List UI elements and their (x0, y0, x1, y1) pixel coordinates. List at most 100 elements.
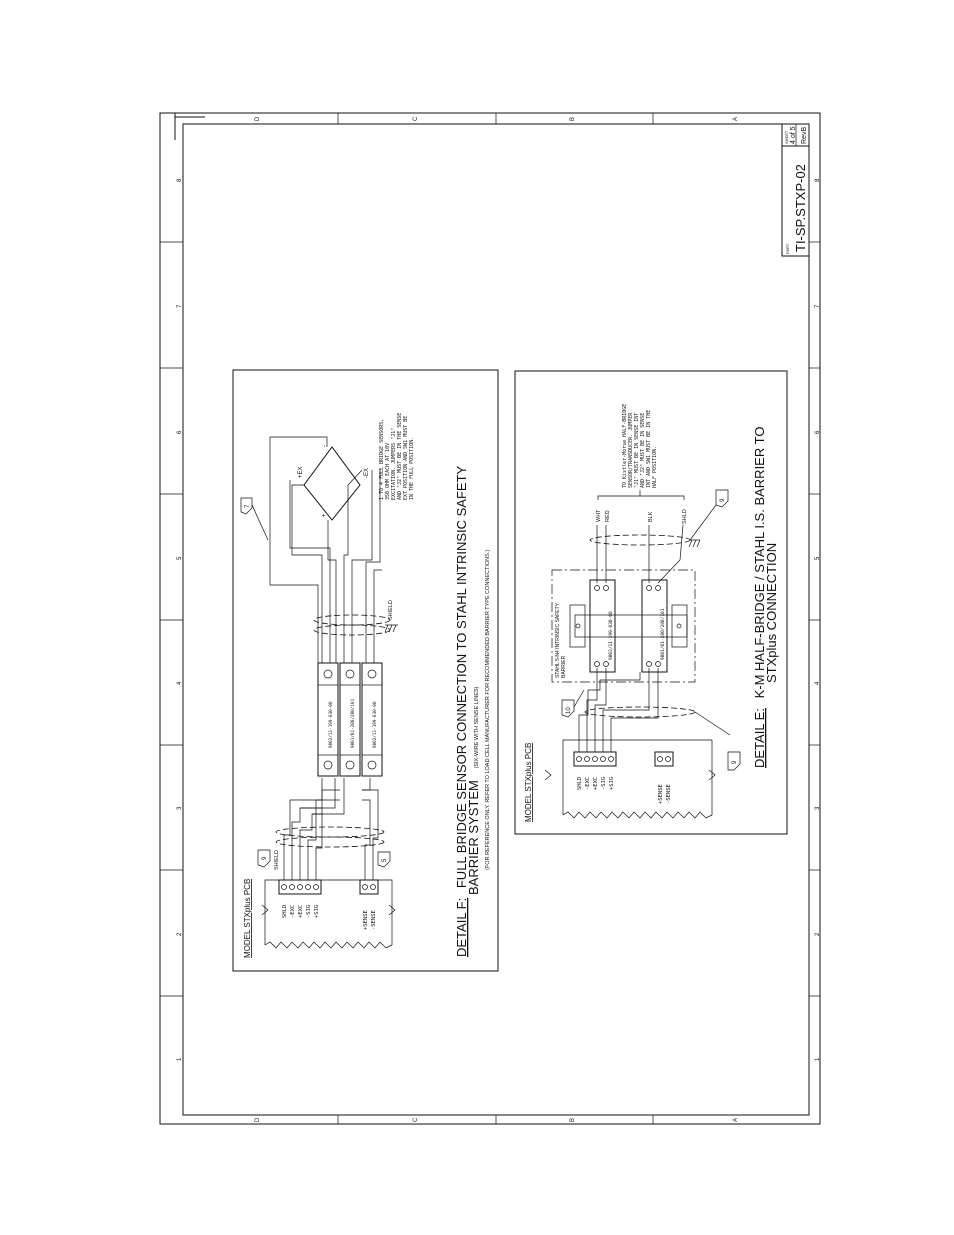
zone-right-6: 6 (815, 430, 821, 434)
wire-color-blk: BLK (648, 511, 654, 522)
zone-left-2: 2 (177, 932, 183, 936)
e-term-sig-pos: +SIG (609, 777, 615, 790)
detail-e-tag-9a (727, 751, 741, 771)
detail-e-barrier-1-label: 9002/11-199-030-00 (608, 611, 614, 660)
detail-e-barrier-2-label: 9001/01-280/280/101 (660, 608, 666, 660)
detail-e-frame (514, 370, 788, 835)
zone-bottom-c: C (413, 1117, 419, 1122)
detail-f-note-line6: IN THE FULL POSITION. (409, 437, 415, 500)
detail-e-note-line1: TO Kistler-Morse HALF-BRIDGE (622, 404, 628, 488)
detail-e-barrier-title-1: STAHL 5-N4 INTRINSIC SAFETY (555, 602, 561, 678)
revision: RevB (801, 127, 808, 144)
detail-e-tag-10-text: 10 (566, 707, 572, 714)
f-term-sense-pos: +SENSE (363, 910, 369, 930)
detail-f-sense-block (359, 879, 379, 895)
detail-e-note-line3: "J1" MUST BE IN SENSE INT (634, 413, 640, 488)
detail-f-frame (232, 369, 499, 972)
detail-e-title-text: K-M HALF-BRIDGE / STAHL I.S. BARRIER TO (752, 427, 767, 699)
detail-f-wires-pcb (283, 778, 379, 880)
detail-e-barrier-2: 9001/01-280/280/101 (641, 579, 668, 673)
f-term-sig-neg: -SIG (306, 905, 312, 918)
detail-f-terminal-block (278, 879, 322, 895)
wire-color-wht: WHT (596, 509, 602, 522)
detail-f-shield-cable-3 (313, 614, 391, 626)
zone-left-5: 5 (177, 556, 183, 560)
detail-f-pcb-break-left (261, 904, 269, 916)
detail-e: DETAIL E: K-M HALF-BRIDGE / STAHL I.S. B… (514, 370, 788, 835)
detail-e-note-line2: SENSOR/TRANSDUCER. JUMPER (628, 412, 634, 488)
zone-left-6: 6 (177, 430, 183, 434)
detail-f-barrier-2: 9001/01-280/280/101 (339, 662, 361, 777)
detail-f-note-line5: EXT POSITION AND SW1 MUST BE (403, 416, 409, 500)
part-number: TI-SP.STXP-02 (793, 164, 808, 252)
detail-f-barrier-2-label: 9001/01-280/280/101 (350, 698, 356, 748)
detail-f-shield-label-pcb: SHIELD (274, 850, 280, 870)
detail-f-title-line2-text: BARRIER SYSTEM (466, 780, 481, 895)
detail-f-tag-5 (377, 851, 391, 868)
bridge-label-ex-pos: +EX (298, 466, 304, 478)
detail-e-barrier-enclosure (551, 569, 696, 683)
f-term-shld: SHLD (282, 905, 288, 918)
sheet-label: SHEET (784, 130, 789, 144)
detail-e-wires-pcb (578, 668, 659, 752)
zone-right-3: 3 (815, 806, 821, 810)
detail-e-terminal-block (573, 751, 617, 767)
e-term-sig-neg: -SIG (601, 777, 607, 790)
detail-f-title-line2: BARRIER SYSTEM (SIX-WIRE WITH SENSE LINE… (466, 686, 481, 895)
detail-f-shield-cable-2 (275, 826, 385, 838)
zone-top-a: A (733, 117, 739, 121)
side-zone-ticks (160, 241, 820, 997)
detail-e-title-line2: STXplus CONNECTION (764, 543, 779, 683)
zone-right-7: 7 (815, 304, 821, 308)
zone-left-3: 3 (177, 806, 183, 810)
detail-f-pcb-label: MODEL STXplus PCB (243, 879, 252, 958)
detail-f-subnote: (FOR REFERENCE ONLY. REFER TO LOAD CELL … (485, 550, 491, 870)
detail-f-pcb-break-right (388, 904, 396, 916)
detail-f-title-line2-note: (SIX-WIRE WITH SENSE LINES) (474, 686, 480, 768)
zone-right-8: 8 (815, 178, 821, 182)
detail-e-ground-symbol (688, 539, 701, 548)
detail-e-note: TO Kistler-Morse HALF-BRIDGE SENSOR/TRAN… (622, 404, 658, 488)
detail-e-pcb-break-right (708, 769, 716, 781)
detail-e-tag-9b-text: 9 (720, 498, 726, 502)
detail-e-tag-9b (715, 489, 729, 508)
zone-bottom-b: B (570, 1118, 576, 1122)
f-term-sig-pos: +SIG (314, 905, 320, 918)
detail-f-tag-7 (240, 497, 253, 515)
detail-f-tag-9-text: 9 (262, 856, 268, 860)
detail-e-rail-clip-2 (671, 604, 688, 648)
detail-e-brace (597, 490, 685, 500)
detail-f-wires-bridge (269, 436, 382, 663)
detail-f-note-line1: 1 TO 4 FULL BRIDGE SENSORS, (379, 419, 385, 500)
e-term-exc-pos: +EXC (593, 777, 599, 790)
detail-f-note: 1 TO 4 FULL BRIDGE SENSORS, 350 OHM EACH… (379, 413, 415, 500)
detail-e-title-label: DETAIL E: (752, 708, 767, 768)
detail-e-pcb-label: MODEL STXplus PCB (524, 743, 533, 822)
part-label: PART (785, 243, 790, 254)
zone-left-4: 4 (177, 681, 183, 685)
title-block: PART TI-SP.STXP-02 SHEET 4 of 5 RevB (781, 123, 810, 257)
detail-f-barrier-3: 9002/11-199-030-00 (361, 662, 383, 777)
zone-left-1: 1 (177, 1057, 183, 1061)
detail-f-title-label: DETAIL F: (454, 898, 469, 957)
detail-f-note-line3: EXCITATION. JUMPERS "J1" (391, 428, 397, 500)
f-term-exc-pos: +EXC (298, 905, 304, 918)
detail-e-barrier-1: 9002/11-199-030-00 (589, 579, 616, 673)
detail-f-shield-label: SHIELD (388, 600, 394, 620)
detail-f-title-text: FULL BRIDGE SENSOR CONNECTION TO STAHL I… (454, 465, 469, 888)
f-term-sense-neg: -SENSE (371, 910, 377, 930)
zone-left-7: 7 (177, 304, 183, 308)
detail-e-tag-10 (561, 699, 575, 718)
detail-e-barrier-title-2: BARRIER (561, 655, 567, 678)
detail-f-barrier-1: 9002/11-199-030-00 (317, 662, 339, 777)
e-term-sense-neg: -SENSE (666, 784, 672, 804)
detail-e-pcb-break-left (544, 769, 552, 781)
detail-f: DETAIL F: FULL BRIDGE SENSOR CONNECTION … (232, 369, 499, 972)
detail-e-din-rail (574, 614, 688, 638)
detail-e-shield-cable-2 (589, 534, 691, 546)
detail-f-title: DETAIL F: FULL BRIDGE SENSOR CONNECTION … (454, 465, 469, 957)
detail-f-tag-7-text: 7 (245, 504, 251, 508)
detail-f-tag-9 (257, 849, 271, 868)
detail-f-tag-5-text: 5 (382, 858, 388, 862)
